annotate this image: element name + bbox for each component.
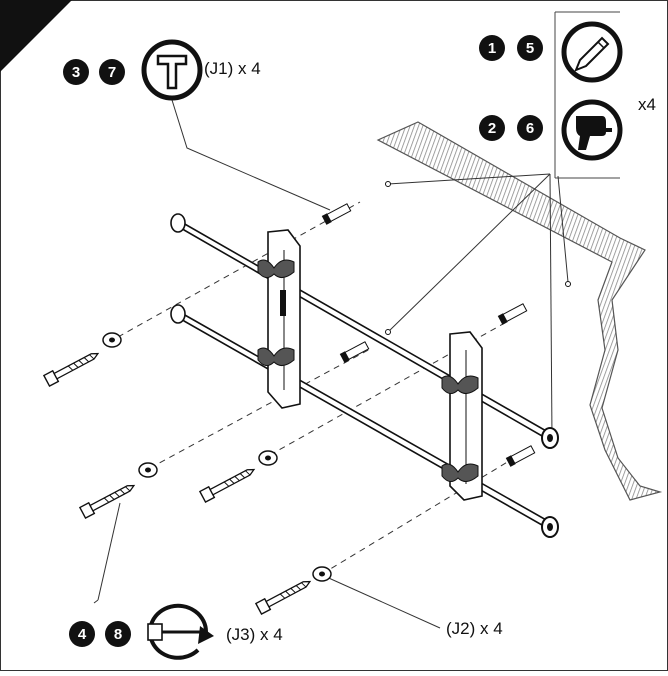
label-j2: (J2) x 4 bbox=[446, 619, 503, 638]
callout-j3: 4 8 (J3) x 4 bbox=[69, 603, 283, 660]
bolts bbox=[42, 352, 312, 616]
anchor-4 bbox=[505, 445, 536, 467]
washer-2 bbox=[138, 462, 158, 478]
leader-drill-hole-4 bbox=[557, 175, 569, 283]
callout-tools: 1 5 2 6 x4 bbox=[479, 21, 656, 161]
bolt-2 bbox=[78, 484, 136, 520]
step-badge: 5 bbox=[517, 35, 543, 61]
label-x4: x4 bbox=[638, 95, 656, 114]
label-j1: (J1) x 4 bbox=[204, 59, 261, 78]
leader-j2 bbox=[321, 574, 441, 629]
leader-drill-hole-1 bbox=[387, 173, 551, 185]
step-number: 8 bbox=[114, 626, 122, 643]
step-badge: 7 bbox=[99, 59, 125, 85]
step-badge: 1 bbox=[479, 35, 505, 61]
hammer-icon bbox=[141, 39, 203, 101]
leader-drill-hole-2 bbox=[387, 173, 551, 333]
bracket-right bbox=[441, 331, 483, 501]
bracket-left bbox=[257, 229, 301, 409]
leader-j1 bbox=[171, 99, 331, 211]
step-badge: 4 bbox=[69, 621, 95, 647]
drill-holes bbox=[385, 181, 571, 335]
step-number: 7 bbox=[108, 64, 116, 81]
bolt-1 bbox=[42, 352, 100, 388]
washer-3 bbox=[258, 450, 278, 466]
rails bbox=[170, 213, 559, 538]
step-badge: 8 bbox=[105, 621, 131, 647]
leader-j3-a bbox=[97, 502, 121, 601]
anchor-3 bbox=[497, 303, 528, 325]
anchors bbox=[321, 203, 536, 467]
step-number: 4 bbox=[78, 626, 87, 643]
drill-icon bbox=[561, 99, 623, 161]
washer-4 bbox=[312, 566, 332, 582]
bolt-4 bbox=[254, 580, 312, 616]
step-badge: 2 bbox=[479, 115, 505, 141]
step-badge: 3 bbox=[63, 59, 89, 85]
anchor-1 bbox=[321, 203, 352, 225]
anchor-2 bbox=[339, 341, 370, 363]
washer-1 bbox=[102, 332, 122, 348]
corner-marker bbox=[0, 0, 72, 72]
rail-top bbox=[170, 213, 559, 449]
bolt-3 bbox=[198, 468, 256, 504]
rail-bottom bbox=[170, 304, 559, 538]
alignment-lines bbox=[117, 201, 525, 575]
leader-lines bbox=[93, 99, 569, 629]
pencil-icon bbox=[561, 21, 623, 83]
wall-section bbox=[376, 121, 663, 501]
washers bbox=[102, 332, 332, 582]
step-number: 3 bbox=[72, 64, 80, 81]
wrench-rotate-icon bbox=[147, 603, 214, 660]
step-number: 2 bbox=[488, 120, 496, 137]
step-number: 6 bbox=[526, 120, 534, 137]
step-number: 5 bbox=[526, 40, 534, 57]
leader-j3-b bbox=[93, 599, 99, 604]
step-badge: 6 bbox=[517, 115, 543, 141]
step-number: 1 bbox=[488, 40, 496, 57]
callout-j1: 3 7 (J1) x 4 bbox=[63, 39, 261, 101]
leader-drill-hole-3 bbox=[549, 173, 553, 439]
label-j3: (J3) x 4 bbox=[226, 625, 283, 644]
